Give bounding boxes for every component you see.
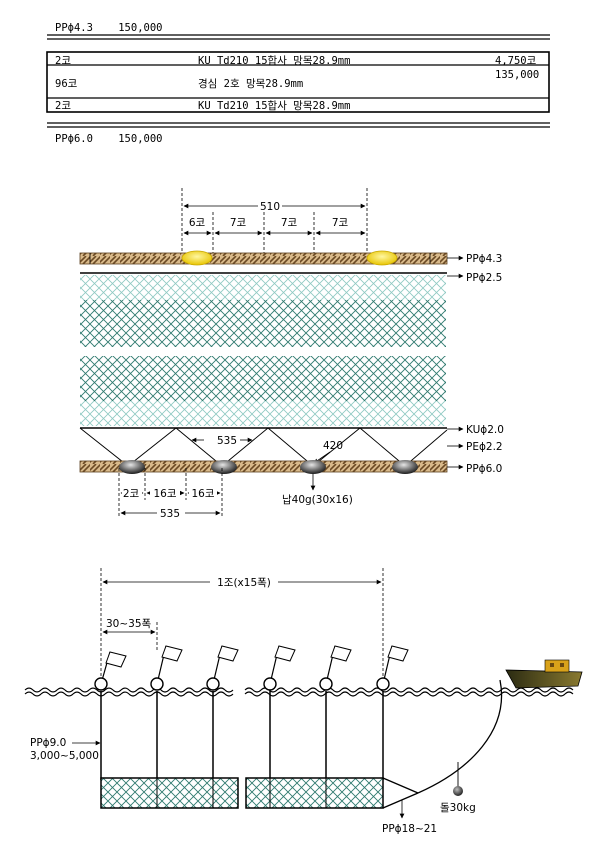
net-panel (80, 275, 446, 426)
buoy-line-length-label: 3,000~5,000 (30, 750, 99, 762)
sinker-spec-label: 납40g(30x16) (282, 494, 353, 506)
top-seg-4: 7코 (332, 217, 349, 229)
bottom-seg-2: 16코 (153, 488, 176, 500)
buoy-spacing-label: 30~35폭 (106, 618, 152, 630)
anchor-line (382, 679, 503, 819)
buoy-1 (94, 651, 127, 780)
sinker-2 (211, 460, 237, 474)
bottom-seg-3: 16코 (191, 488, 214, 500)
buoy-4 (263, 645, 296, 780)
header-rules (46, 34, 550, 128)
top-seg-1: 6코 (189, 217, 206, 229)
buoy-3 (206, 645, 239, 780)
diag-length-label: 420 (323, 440, 343, 452)
float-rope (79, 252, 448, 265)
float-rope-label: PPϕ4.3 (466, 253, 502, 265)
diag-span-label: 535 (217, 435, 237, 447)
unit-span-label: 1조(x15폭) (217, 577, 271, 589)
anchor-stone-icon (453, 786, 463, 796)
submerged-net (100, 777, 384, 809)
head-rope-label: PPϕ2.5 (466, 272, 502, 284)
bottom-rope-length: 150,000 (118, 133, 163, 145)
top-rope-name: PPϕ4.3 (55, 22, 93, 34)
float-left (181, 250, 213, 266)
float-right (366, 250, 398, 266)
buoy-2 (150, 645, 183, 780)
net-total-length: 135,000 (495, 69, 540, 81)
sinker-3 (300, 460, 326, 474)
bottom-rope-spec: PPϕ6.0 150,000 (55, 133, 163, 145)
sinker-1 (119, 460, 145, 474)
top-rope-length: 150,000 (118, 22, 163, 34)
foot-rope-label: KUϕ2.0 (466, 424, 504, 436)
net-row-2-count: 96코 (55, 78, 78, 90)
net-total-meshes: 4,750코 (495, 55, 537, 67)
diag-rope-label: PEϕ2.2 (466, 441, 503, 453)
top-rope-spec: PPϕ4.3 150,000 (55, 22, 163, 34)
top-dimensions (181, 188, 368, 258)
buoy-line-label: PPϕ9.0 (30, 737, 66, 749)
top-seg-2: 7코 (230, 217, 247, 229)
anchor-line-label: PPϕ18~21 (382, 823, 437, 835)
net-row-2-desc: 경심 2호 망목28.9mm (198, 78, 304, 90)
sinker-rope (79, 460, 448, 473)
diagonal-lines (79, 427, 448, 467)
sinker-4 (392, 460, 418, 474)
top-seg-3: 7코 (281, 217, 298, 229)
buoy-5 (319, 645, 352, 780)
boat-icon (505, 659, 583, 689)
net-row-1-count: 2코 (55, 55, 71, 67)
sinker-rope-label: PPϕ6.0 (466, 463, 502, 475)
bottom-rope-name: PPϕ6.0 (55, 133, 93, 145)
anchor-weight-label: 돌30kg (440, 802, 476, 814)
top-span-label: 510 (260, 201, 280, 213)
bottom-seg-1: 2코 (123, 488, 140, 500)
net-row-3-count: 2코 (55, 100, 71, 112)
net-row-3-desc: KU Td210 15합사 망목28.9mm (198, 100, 351, 112)
buoy-6 (376, 645, 409, 780)
bottom-span-label: 535 (160, 508, 180, 520)
water-surface (24, 687, 574, 697)
net-row-1-desc: KU Td210 15합사 망목28.9mm (198, 55, 351, 67)
